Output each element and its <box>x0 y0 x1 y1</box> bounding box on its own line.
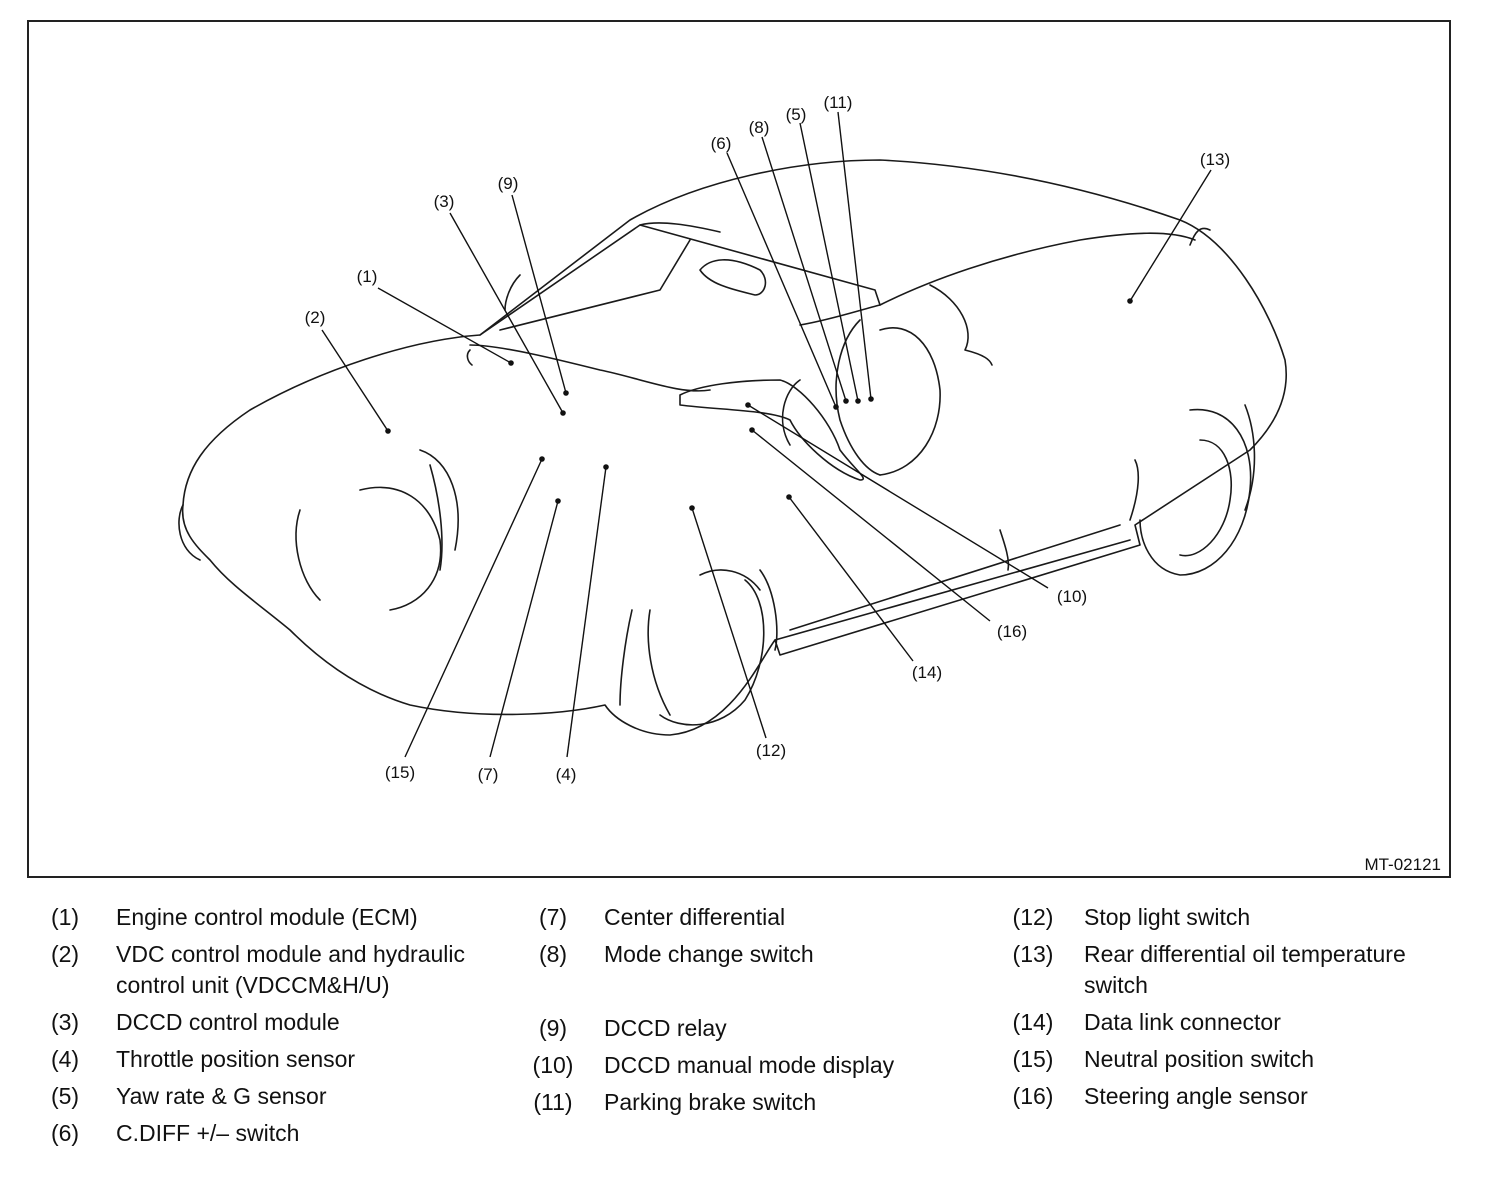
legend-number: (14) <box>1012 1009 1054 1035</box>
legend-item: (5) Yaw rate & G sensor <box>40 1081 510 1112</box>
legend-text: Rear differential oil temperature switch <box>1084 941 1406 998</box>
legend-text: DCCD manual mode display <box>604 1052 895 1078</box>
legend-item: (14) Data link connector <box>1008 1007 1448 1038</box>
component-dots <box>385 298 1133 511</box>
legend-text: Data link connector <box>1084 1009 1281 1035</box>
legend-number: (3) <box>50 1009 80 1035</box>
callout-6: (6) <box>711 134 732 153</box>
legend-text: DCCD control module <box>116 1009 340 1035</box>
vehicle-component-diagram: (1) (2) (3) (4) (5) (6) (7) (8) (9) (10)… <box>178 93 1441 874</box>
dot-4 <box>603 464 609 470</box>
legend-text: C.DIFF +/– switch <box>116 1120 300 1146</box>
dot-7 <box>555 498 561 504</box>
dot-16 <box>749 427 755 433</box>
legend-item: (16) Steering angle sensor <box>1008 1081 1448 1112</box>
dot-6 <box>833 404 839 410</box>
legend-number: (1) <box>50 904 80 930</box>
dot-13 <box>1127 298 1133 304</box>
callout-5: (5) <box>786 105 807 124</box>
legend-text: Engine control module (ECM) <box>116 904 418 930</box>
legend-text: DCCD relay <box>604 1015 727 1041</box>
legend-item: (7) Center differential <box>528 902 988 933</box>
legend-number: (4) <box>50 1046 80 1072</box>
callout-15: (15) <box>385 763 415 782</box>
callout-13: (13) <box>1200 150 1230 169</box>
dot-5 <box>855 398 861 404</box>
legend-number: (13) <box>1012 941 1054 967</box>
figure-id: MT-02121 <box>1364 855 1441 874</box>
callout-14: (14) <box>912 663 942 682</box>
legend-item: (12) Stop light switch <box>1008 902 1448 933</box>
legend-number: (2) <box>50 941 80 967</box>
legend-text: Steering angle sensor <box>1084 1083 1308 1109</box>
legend-text: Neutral position switch <box>1084 1046 1315 1072</box>
callout-3: (3) <box>434 192 455 211</box>
legend-text: Stop light switch <box>1084 904 1251 930</box>
callout-10: (10) <box>1057 587 1087 606</box>
legend-item: (9) DCCD relay <box>528 1013 988 1044</box>
callout-1: (1) <box>357 267 378 286</box>
legend-number: (5) <box>50 1083 80 1109</box>
callout-4: (4) <box>556 765 577 784</box>
dot-15 <box>539 456 545 462</box>
legend-number: (7) <box>538 904 568 930</box>
callout-labels: (1) (2) (3) (4) (5) (6) (7) (8) (9) (10)… <box>305 93 1231 784</box>
legend-text: Parking brake switch <box>604 1089 817 1115</box>
legend-number: (16) <box>1012 1083 1054 1109</box>
legend-number: (10) <box>532 1052 574 1078</box>
legend-number: (12) <box>1012 904 1054 930</box>
legend-item: (13) Rear differential oil temperature s… <box>1008 939 1448 1001</box>
dot-11 <box>868 396 874 402</box>
callout-16: (16) <box>997 622 1027 641</box>
legend-text: Yaw rate & G sensor <box>116 1083 327 1109</box>
callout-9: (9) <box>498 174 519 193</box>
dot-10 <box>745 402 751 408</box>
legend-item: (10) DCCD manual mode display <box>528 1050 988 1081</box>
legend-item: (11) Parking brake switch <box>528 1087 988 1118</box>
dot-8 <box>843 398 849 404</box>
legend-item: (8) Mode change switch <box>528 939 988 970</box>
dot-12 <box>689 505 695 511</box>
dot-3 <box>560 410 566 416</box>
legend: (1) Engine control module (ECM) (2) VDC … <box>40 902 1480 1172</box>
legend-item: (6) C.DIFF +/– switch <box>40 1118 510 1149</box>
legend-column-3: (12) Stop light switch (13) Rear differe… <box>1008 902 1448 1118</box>
legend-text: Center differential <box>604 904 786 930</box>
dot-9 <box>563 390 569 396</box>
legend-column-2: (7) Center differential (8) Mode change … <box>528 902 988 1124</box>
legend-item: (15) Neutral position switch <box>1008 1044 1448 1075</box>
legend-number: (11) <box>533 1089 573 1115</box>
figure-frame <box>27 20 1451 878</box>
legend-column-1: (1) Engine control module (ECM) (2) VDC … <box>40 902 510 1155</box>
legend-item: (2) VDC control module and hydraulic con… <box>40 939 510 1001</box>
legend-number: (9) <box>538 1015 568 1041</box>
legend-text: Throttle position sensor <box>116 1046 356 1072</box>
legend-text: VDC control module and hydraulic control… <box>116 941 466 998</box>
callout-12: (12) <box>756 741 786 760</box>
callout-7: (7) <box>478 765 499 784</box>
legend-text: Mode change switch <box>604 941 814 967</box>
legend-item: (4) Throttle position sensor <box>40 1044 510 1075</box>
dot-2 <box>385 428 391 434</box>
callout-2: (2) <box>305 308 326 327</box>
car-body-outline <box>178 159 1288 736</box>
leader-lines <box>321 111 1212 758</box>
dot-1 <box>508 360 514 366</box>
legend-number: (6) <box>50 1120 80 1146</box>
legend-number: (15) <box>1012 1046 1054 1072</box>
callout-8: (8) <box>749 118 770 137</box>
legend-number: (8) <box>538 941 568 967</box>
dot-14 <box>786 494 792 500</box>
legend-item: (1) Engine control module (ECM) <box>40 902 510 933</box>
callout-11: (11) <box>824 93 853 112</box>
legend-item: (3) DCCD control module <box>40 1007 510 1038</box>
